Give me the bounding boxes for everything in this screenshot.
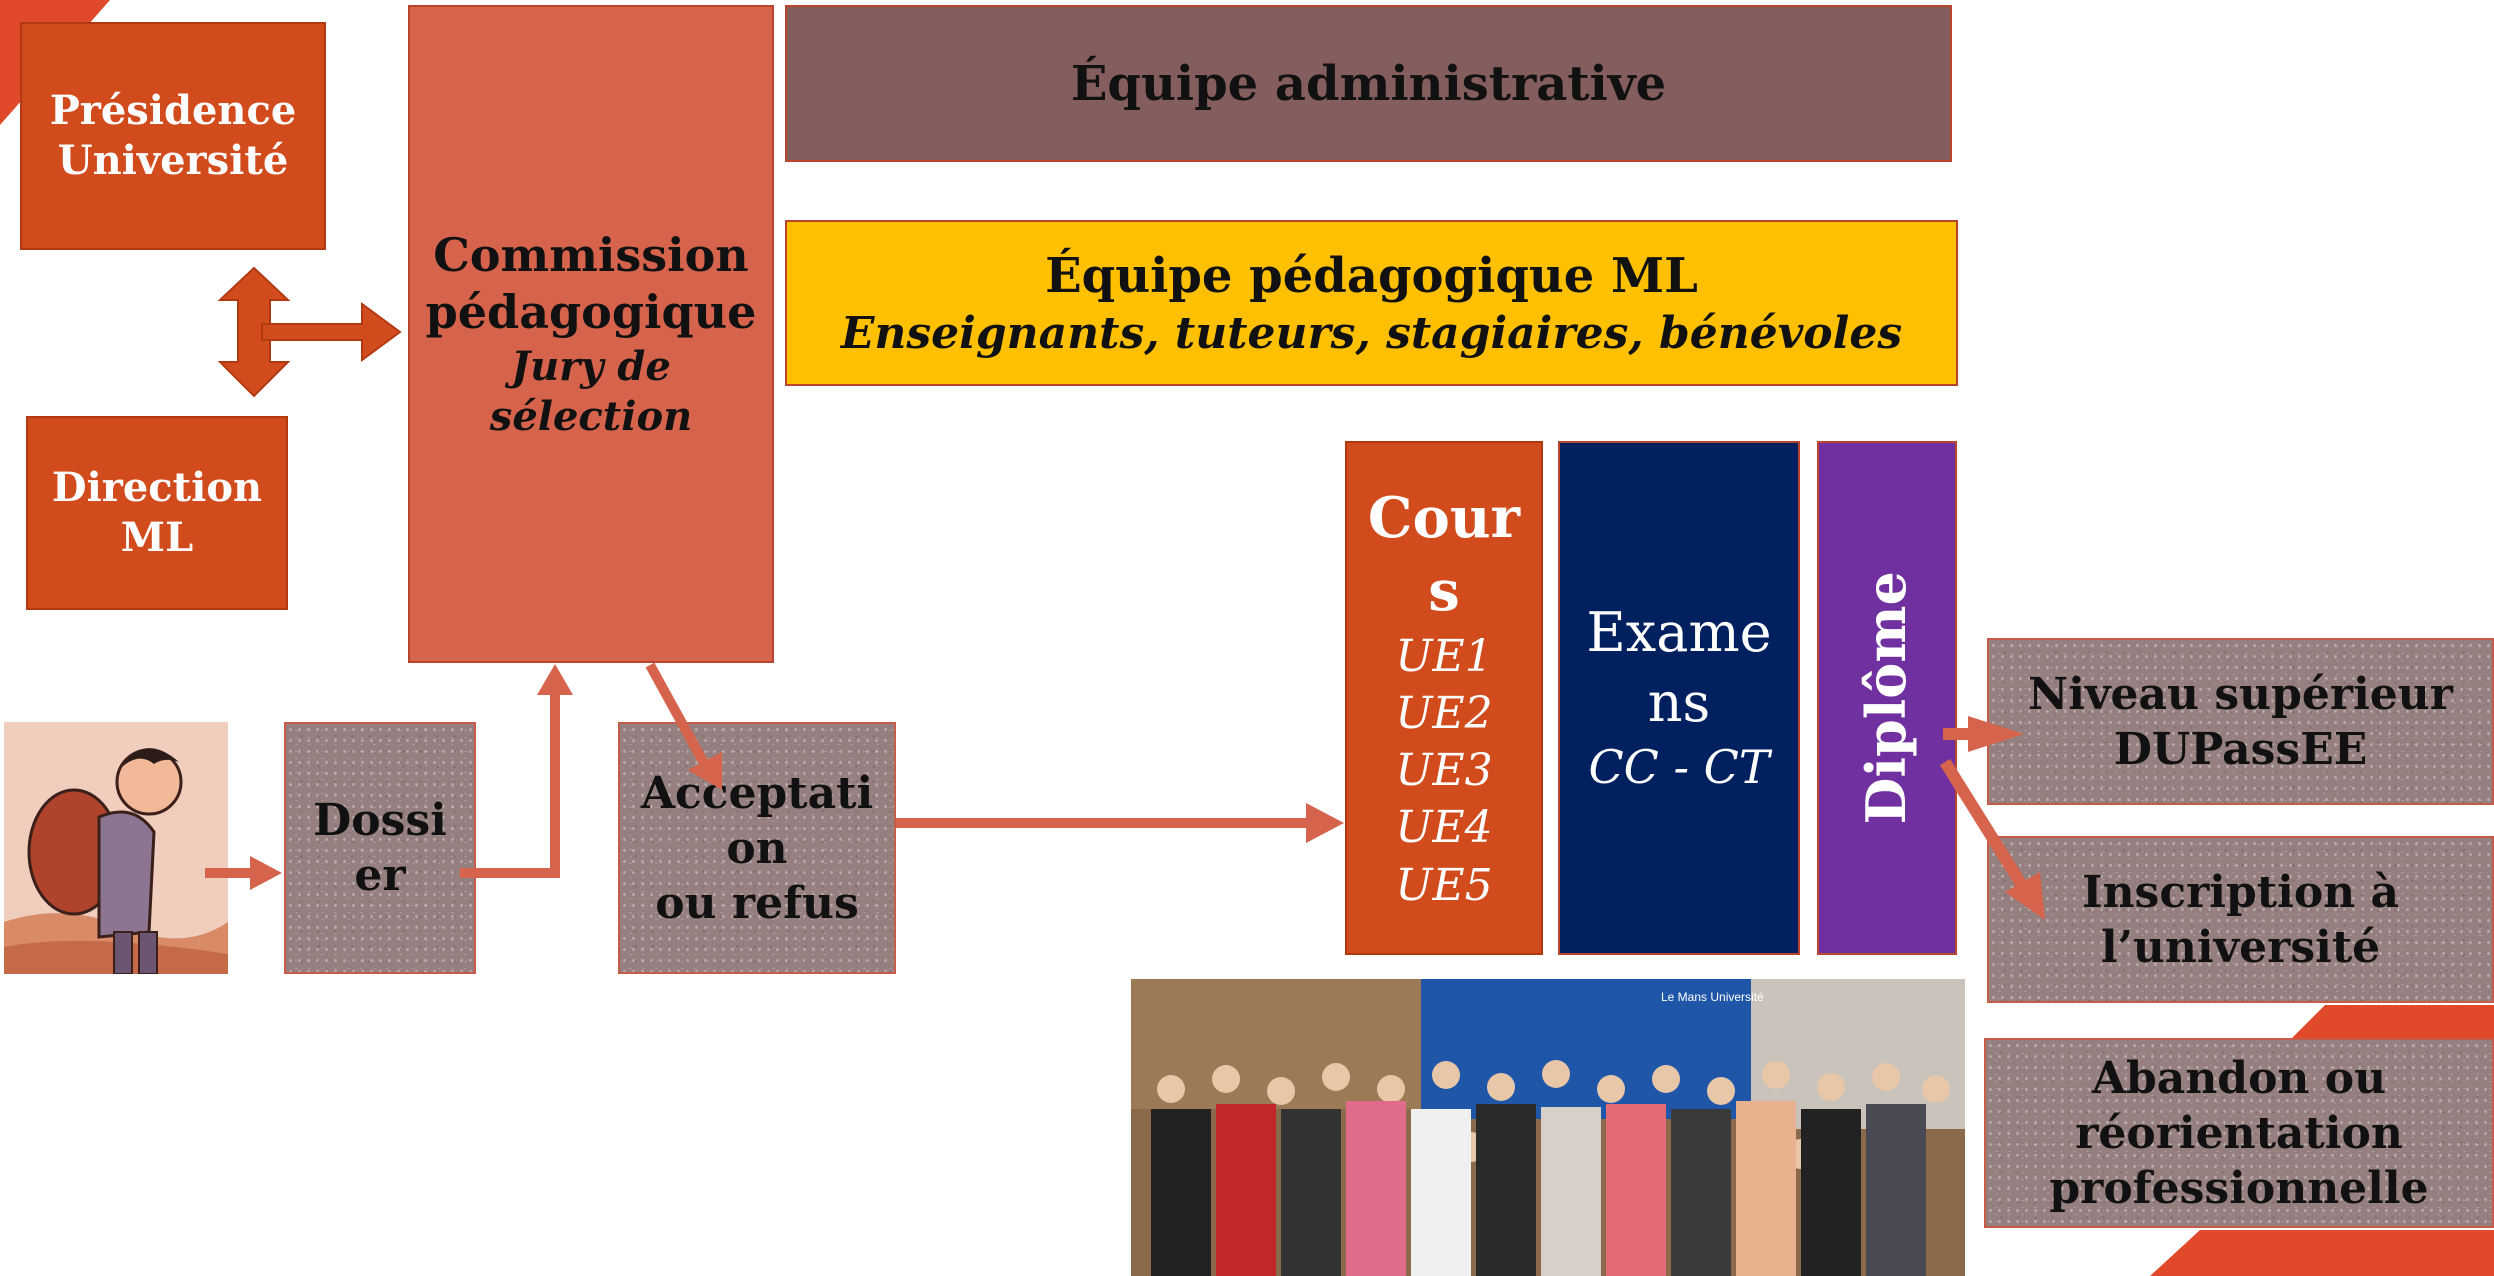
presidence-universite-box: Présidence Université xyxy=(20,22,326,250)
inscription-line1: Inscription à xyxy=(2081,866,2399,918)
acceptation-box: Acceptati on ou refus xyxy=(618,722,896,974)
niveau-line1: Niveau supérieur xyxy=(2028,668,2453,720)
cours-ue2: UE2 xyxy=(1395,688,1493,740)
traveler-illustration xyxy=(4,722,228,974)
direction-line1: Direction xyxy=(51,464,263,511)
arrow-diplome-inscription-icon xyxy=(1939,758,2045,920)
abandon-line3: professionnelle xyxy=(2049,1162,2429,1214)
dossier-line1: Dossi xyxy=(313,795,447,846)
inscription-universite-box: Inscription à l’université xyxy=(1987,836,2494,1003)
dossier-line2: er xyxy=(354,850,406,901)
commission-line1: Commission xyxy=(433,227,749,282)
commission-pedagogique-box: Commission pédagogique Jury de sélection xyxy=(408,5,774,663)
double-arrow-vertical-icon xyxy=(217,266,291,398)
cours-title1: Cour xyxy=(1367,485,1521,552)
abandon-reorientation-box: Abandon ou réorientation professionnelle xyxy=(1984,1038,2494,1228)
cours-title2: s xyxy=(1428,558,1460,625)
cours-ue3: UE3 xyxy=(1395,745,1493,797)
acceptation-line1: Acceptati xyxy=(640,767,874,819)
examens-box: Exame ns CC - CT xyxy=(1558,441,1800,955)
diplome-box: Diplôme xyxy=(1817,441,1957,955)
group-photo-image: Le Mans Université xyxy=(1131,979,1965,1276)
arrow-traveler-dossier-icon xyxy=(205,856,282,890)
admin-team-label: Équipe administrative xyxy=(1070,55,1667,112)
arrow-right-commission-icon xyxy=(261,302,402,362)
arrow-dossier-commission-icon xyxy=(460,690,560,878)
abandon-line2: réorientation xyxy=(2075,1107,2403,1159)
arrow-diplome-niveau-icon xyxy=(1943,716,2024,752)
direction-ml-box: Direction ML xyxy=(26,416,288,610)
commission-line4: sélection xyxy=(489,392,693,440)
examens-line1: Exame xyxy=(1586,600,1772,664)
traveler-icon xyxy=(4,722,228,974)
niveau-superieur-box: Niveau supérieur DUPassEE xyxy=(1987,638,2494,805)
inscription-line2: l’université xyxy=(2100,921,2381,973)
cours-ue5: UE5 xyxy=(1395,859,1493,911)
cours-ue4: UE4 xyxy=(1395,802,1493,854)
group-photo: Le Mans Université xyxy=(1131,979,1965,1276)
abandon-line1: Abandon ou xyxy=(2091,1052,2387,1104)
arrow-acceptation-cours-icon xyxy=(896,803,1344,843)
pedago-team-subtitle: Enseignants, tuteurs, stagiaires, bénévo… xyxy=(840,307,1903,359)
cours-ue1: UE1 xyxy=(1395,630,1493,682)
pedago-team-title: Équipe pédagogique ML xyxy=(1045,247,1698,304)
direction-line2: ML xyxy=(120,514,194,561)
presidence-line2: Université xyxy=(57,137,289,184)
examens-line2: ns xyxy=(1647,671,1711,735)
acceptation-line2: on xyxy=(726,822,788,874)
equipe-pedagogique-box: Équipe pédagogique ML Enseignants, tuteu… xyxy=(785,220,1958,386)
equipe-administrative-box: Équipe administrative xyxy=(785,5,1952,162)
presidence-line1: Présidence xyxy=(49,87,297,134)
niveau-line2: DUPassEE xyxy=(2113,723,2368,775)
dossier-box: Dossi er xyxy=(284,722,476,974)
arrow-commission-acceptation-icon xyxy=(645,662,722,790)
acceptation-line3: ou refus xyxy=(655,877,859,929)
cours-box: Cour s UE1 UE2 UE3 UE4 UE5 xyxy=(1345,441,1543,955)
examens-subtitle: CC - CT xyxy=(1588,740,1770,795)
commission-line2: pédagogique xyxy=(425,285,757,339)
commission-line3: Jury de xyxy=(511,342,671,390)
banner-text: Le Mans Université xyxy=(1661,990,1764,1004)
